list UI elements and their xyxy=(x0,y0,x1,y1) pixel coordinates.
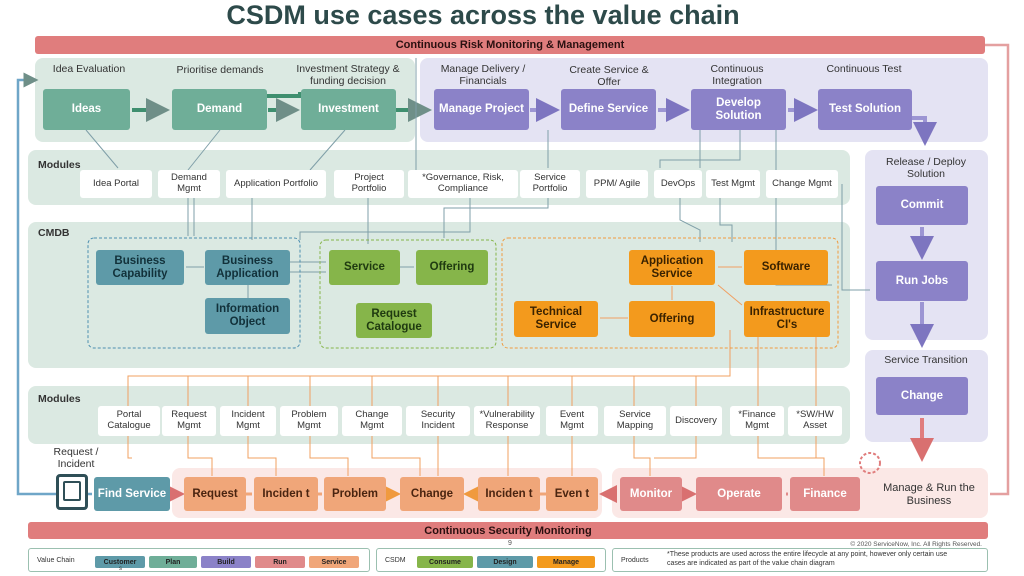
module-demand-mgmt[interactable]: Demand Mgmt xyxy=(158,170,220,198)
stage-release-deploy: Release / Deploy Solution xyxy=(886,156,966,181)
application-service-box[interactable]: Application Service xyxy=(629,250,715,285)
tablet-icon xyxy=(56,474,88,510)
module-service-portfolio[interactable]: Service Portfolio xyxy=(520,170,580,198)
module-application-portfolio[interactable]: Application Portfolio xyxy=(226,170,326,198)
stage-continuous-test: Continuous Test xyxy=(826,63,902,75)
module-sw-hw-asset[interactable]: *SW/HW Asset xyxy=(788,406,842,436)
legend-csdm: CSDM Consume Design Manage xyxy=(376,548,606,572)
problem-box[interactable]: Problem xyxy=(324,477,386,511)
legend-value-chain-label: Value Chain xyxy=(37,557,75,564)
module-devops[interactable]: DevOps xyxy=(654,170,702,198)
commit-box[interactable]: Commit xyxy=(876,186,968,225)
page-title: CSDM use cases across the value chain xyxy=(226,0,740,30)
define-service-box[interactable]: Define Service xyxy=(561,89,656,130)
module-problem-mgmt[interactable]: Problem Mgmt xyxy=(280,406,338,436)
chip-manage: Manage xyxy=(537,556,595,568)
stage-idea-evaluation: Idea Evaluation xyxy=(52,63,126,75)
module-test-mgmt[interactable]: Test Mgmt xyxy=(706,170,760,198)
copyright-text: © 2020 ServiceNow, Inc. All Rights Reser… xyxy=(850,541,982,548)
chip-customer: Customer xyxy=(95,556,145,568)
module-service-mapping[interactable]: Service Mapping xyxy=(604,406,666,436)
module-idea-portal[interactable]: Idea Portal xyxy=(80,170,152,198)
module-finance-mgmt[interactable]: *Finance Mgmt xyxy=(730,406,784,436)
test-solution-box[interactable]: Test Solution xyxy=(818,89,912,130)
stage-service-transition: Service Transition xyxy=(884,354,968,366)
offering-consume-box[interactable]: Offering xyxy=(416,250,488,285)
stage-request-incident: Request / Incident xyxy=(53,446,99,471)
ideas-box[interactable]: Ideas xyxy=(43,89,130,130)
service-box[interactable]: Service xyxy=(329,250,400,285)
chip-plan: Plan xyxy=(149,556,197,568)
stage-investment-strategy: Investment Strategy & funding decision xyxy=(296,63,400,88)
request-catalogue-box[interactable]: Request Catalogue xyxy=(356,303,432,338)
module-change-mgmt-bottom[interactable]: Change Mgmt xyxy=(342,406,402,436)
monitor-box[interactable]: Monitor xyxy=(620,477,682,511)
module-event-mgmt[interactable]: Event Mgmt xyxy=(546,406,598,436)
business-application-box[interactable]: Business Application xyxy=(205,250,290,285)
incident-box-2[interactable]: Inciden t xyxy=(478,477,540,511)
stage-manage-run: Manage & Run the Business xyxy=(883,482,975,507)
module-vulnerability-response[interactable]: *Vulnerability Response xyxy=(474,406,540,436)
module-incident-mgmt[interactable]: Incident Mgmt xyxy=(220,406,276,436)
software-box[interactable]: Software xyxy=(744,250,828,285)
chip-service: Service xyxy=(309,556,359,568)
module-discovery[interactable]: Discovery xyxy=(670,406,722,436)
cmdb-label: CMDB xyxy=(38,227,70,239)
develop-solution-box[interactable]: Develop Solution xyxy=(691,89,786,130)
incident-box-1[interactable]: Inciden t xyxy=(254,477,318,511)
legend-products-label: Products xyxy=(621,557,649,564)
stage-manage-delivery: Manage Delivery / Financials xyxy=(440,63,526,88)
modules-bottom-label: Modules xyxy=(38,393,81,405)
tablet-screen xyxy=(63,481,81,501)
cmdb-panel xyxy=(28,222,850,368)
module-portal-catalogue[interactable]: Portal Catalogue xyxy=(98,406,160,436)
change-run-box[interactable]: Change xyxy=(400,477,464,511)
module-request-mgmt[interactable]: Request Mgmt xyxy=(162,406,216,436)
infrastructure-cis-box[interactable]: Infrastructure CI's xyxy=(744,301,830,337)
request-box[interactable]: Request xyxy=(184,477,246,511)
chip-design: Design xyxy=(477,556,533,568)
investment-box[interactable]: Investment xyxy=(301,89,396,130)
stage-create-service: Create Service & Offer xyxy=(569,64,649,89)
manage-project-box[interactable]: Manage Project xyxy=(434,89,529,130)
module-security-incident[interactable]: Security Incident xyxy=(406,406,470,436)
business-capability-box[interactable]: Business Capability xyxy=(96,250,184,285)
legend-csdm-label: CSDM xyxy=(385,557,406,564)
products-note: *These products are used across the enti… xyxy=(667,551,948,567)
module-project-portfolio[interactable]: Project Portfolio xyxy=(334,170,404,198)
demand-box[interactable]: Demand xyxy=(172,89,267,130)
legend-stray-char: s xyxy=(119,566,122,572)
legend-products: Products *These products are used across… xyxy=(612,548,988,572)
run-jobs-box[interactable]: Run Jobs xyxy=(876,261,968,301)
event-box[interactable]: Even t xyxy=(546,477,598,511)
offering-manage-box[interactable]: Offering xyxy=(629,301,715,337)
page-number: 9 xyxy=(508,540,512,547)
security-monitoring-band: Continuous Security Monitoring xyxy=(28,522,988,539)
finance-box[interactable]: Finance xyxy=(790,477,860,511)
chip-build: Build xyxy=(201,556,251,568)
module-ppm-agile[interactable]: PPM/ Agile xyxy=(586,170,648,198)
stage-prioritise-demands: Prioritise demands xyxy=(176,64,264,76)
find-service-box[interactable]: Find Service xyxy=(94,477,170,511)
module-change-mgmt-top[interactable]: Change Mgmt xyxy=(766,170,838,198)
chip-run: Run xyxy=(255,556,305,568)
operate-box[interactable]: Operate xyxy=(696,477,782,511)
technical-service-box[interactable]: Technical Service xyxy=(514,301,598,337)
chip-consume: Consume xyxy=(417,556,473,568)
information-object-box[interactable]: Information Object xyxy=(205,298,290,334)
module-grc[interactable]: *Governance, Risk, Compliance xyxy=(408,170,518,198)
change-transition-box[interactable]: Change xyxy=(876,377,968,415)
risk-monitoring-band: Continuous Risk Monitoring & Management xyxy=(35,36,985,54)
stage-continuous-integration: Continuous Integration xyxy=(710,63,764,88)
legend-value-chain: Value Chain Customer Plan Build Run Serv… xyxy=(28,548,370,572)
modules-top-label: Modules xyxy=(38,159,81,171)
